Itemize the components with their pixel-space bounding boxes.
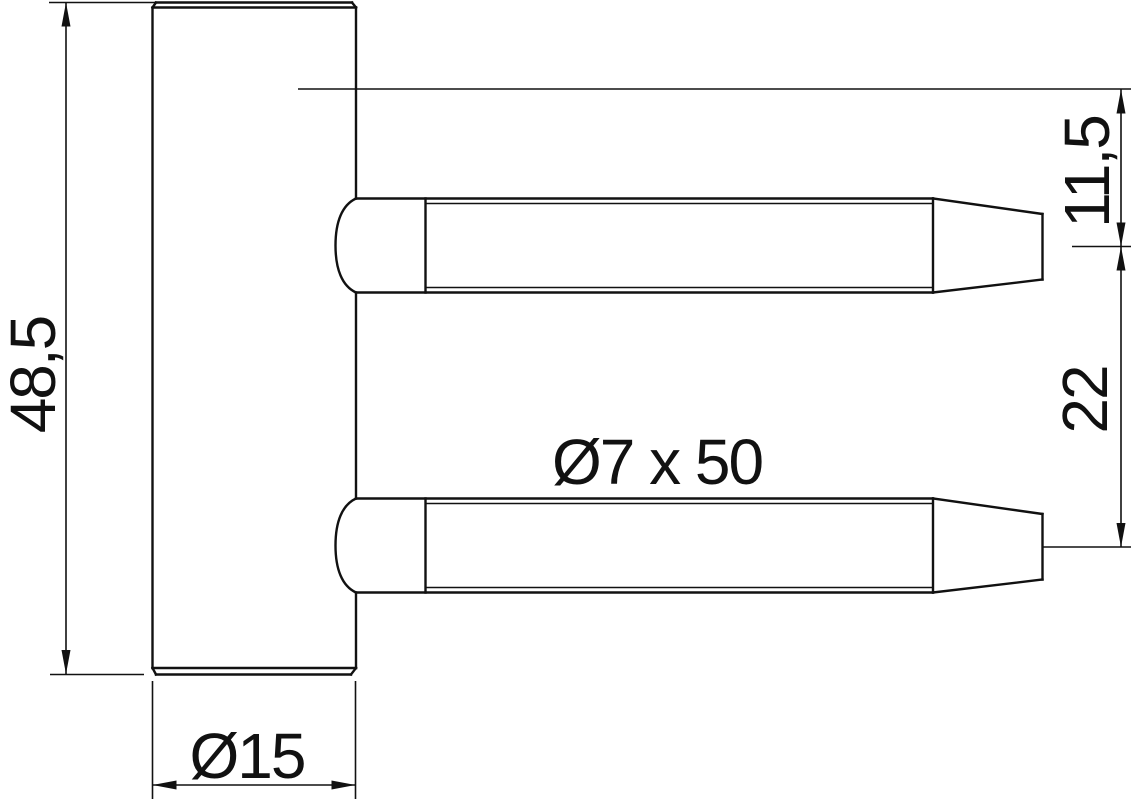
pin-spacing-label: 22	[1049, 366, 1121, 433]
upper-pin	[334, 196, 1044, 295]
dimension-barrel-diameter: Ø15	[151, 681, 357, 799]
dimension-pin-positions: 11,5 22	[298, 88, 1131, 548]
hinge-barrel	[150, 0, 358, 677]
pin-offset-label: 11,5	[1051, 116, 1123, 228]
lower-pin-taper	[931, 497, 1044, 594]
lower-pin-dome-end	[334, 496, 358, 595]
barrel-top-chamfers	[150, 0, 358, 10]
height-dimension-label: 48,5	[0, 317, 69, 434]
diameter-arrow-left	[152, 780, 177, 790]
pin-spec-label: Ø7 x 50	[552, 426, 763, 498]
lower-pin-thread-lines	[425, 502, 933, 589]
lower-pin-outline	[354, 497, 935, 594]
upper-pin-thread-lines	[425, 202, 933, 289]
spacing-arrow-up	[1116, 246, 1126, 271]
upper-pin-outline	[354, 197, 935, 294]
upper-pin-taper	[931, 197, 1044, 294]
upper-pin-dome-end	[334, 196, 358, 295]
lower-pin	[334, 496, 1044, 595]
height-arrow-down	[61, 650, 71, 674]
barrel-diameter-label: Ø15	[190, 720, 305, 792]
spacing-arrow-down	[1116, 523, 1126, 547]
offset-arrow-down	[1116, 222, 1126, 247]
diameter-arrow-right	[331, 780, 356, 790]
dimension-overall-height: 48,5	[0, 1, 156, 676]
barrel-bottom-chamfers	[150, 666, 358, 677]
height-arrow-up	[61, 2, 71, 27]
offset-arrow-up	[1116, 89, 1126, 114]
